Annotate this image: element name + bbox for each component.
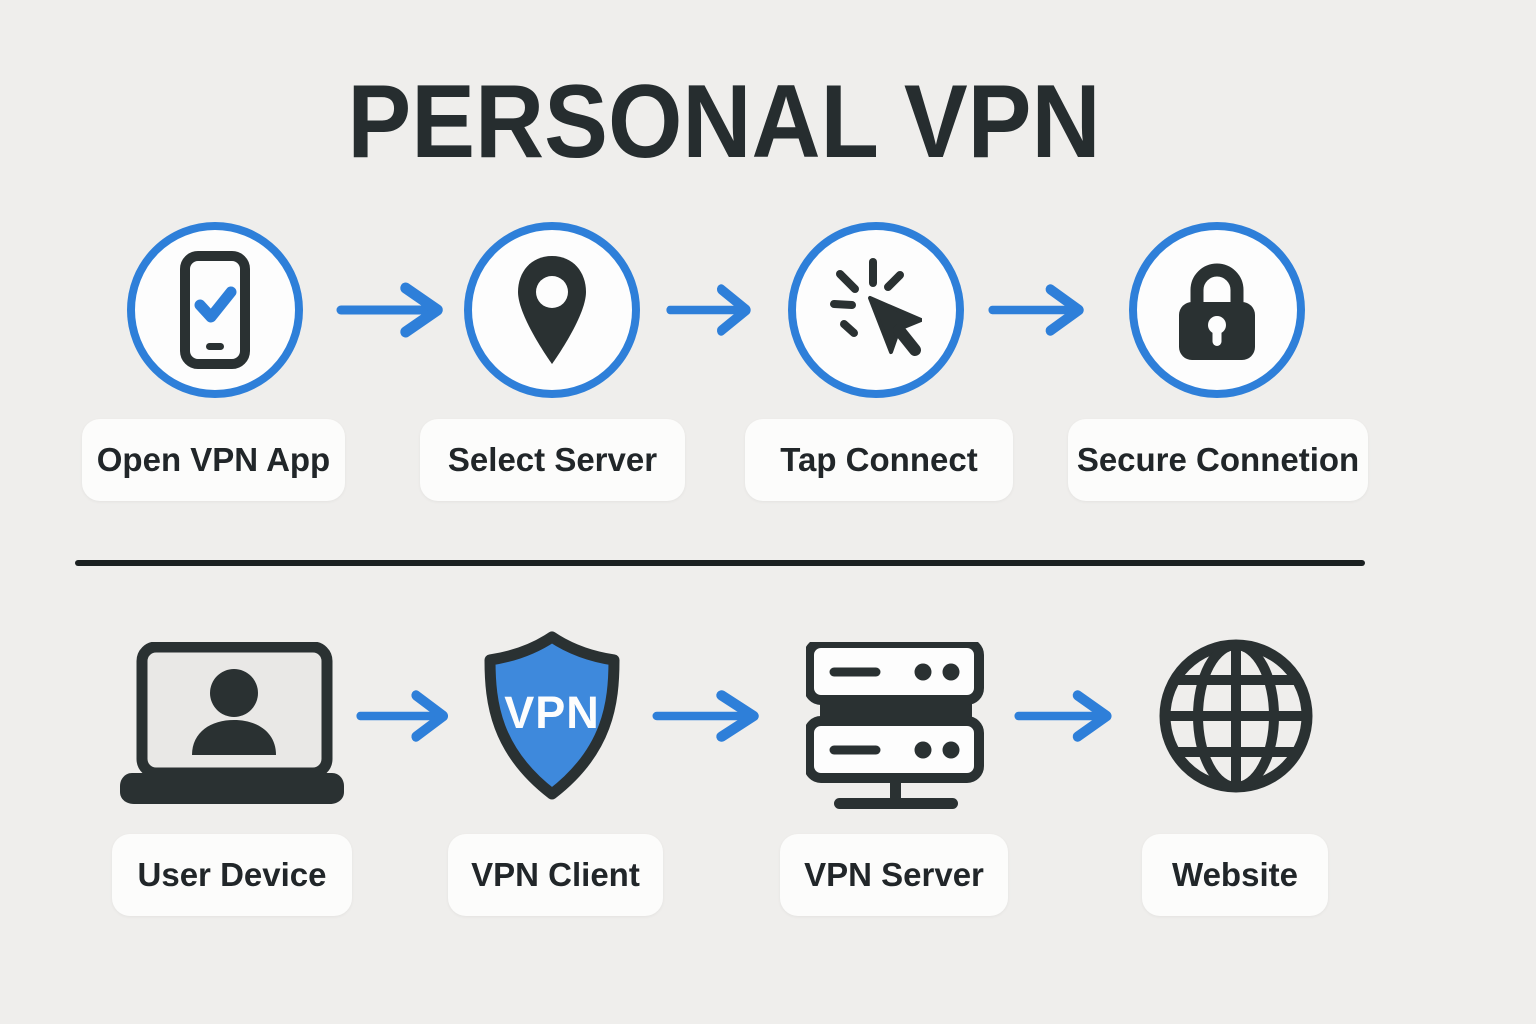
step-label-open-vpn-app: Open VPN App — [82, 419, 345, 501]
server-stack-icon — [806, 642, 984, 809]
phone-check-icon — [180, 251, 250, 369]
location-pin-icon — [518, 256, 586, 364]
arrow-right-icon — [988, 284, 1084, 336]
globe-icon — [1159, 639, 1313, 793]
step-label-select-server: Select Server — [420, 419, 685, 501]
arrow-right-icon — [1014, 690, 1112, 742]
cursor-click-icon — [830, 257, 922, 356]
arrow-right-icon — [336, 282, 443, 338]
shield-text: VPN — [504, 687, 600, 738]
section-divider — [75, 560, 1365, 566]
arrow-right-icon — [666, 284, 751, 336]
vpn-shield-icon: VPN — [484, 631, 620, 800]
step-circle-open-vpn-app — [127, 222, 303, 398]
padlock-icon — [1179, 263, 1255, 360]
arrow-right-icon — [652, 690, 759, 742]
laptop-user-icon — [120, 642, 344, 804]
step-circle-tap-connect — [788, 222, 964, 398]
step-label-vpn-client: VPN Client — [448, 834, 663, 916]
step-label-website: Website — [1142, 834, 1328, 916]
step-circle-secure-connection — [1129, 222, 1305, 398]
page-title: PERSONAL VPN — [347, 64, 1101, 180]
step-label-secure-connection: Secure Connetion — [1068, 419, 1368, 501]
step-label-user-device: User Device — [112, 834, 352, 916]
step-label-tap-connect: Tap Connect — [745, 419, 1013, 501]
arrow-right-icon — [356, 690, 449, 742]
step-circle-select-server — [464, 222, 640, 398]
step-label-vpn-server: VPN Server — [780, 834, 1008, 916]
